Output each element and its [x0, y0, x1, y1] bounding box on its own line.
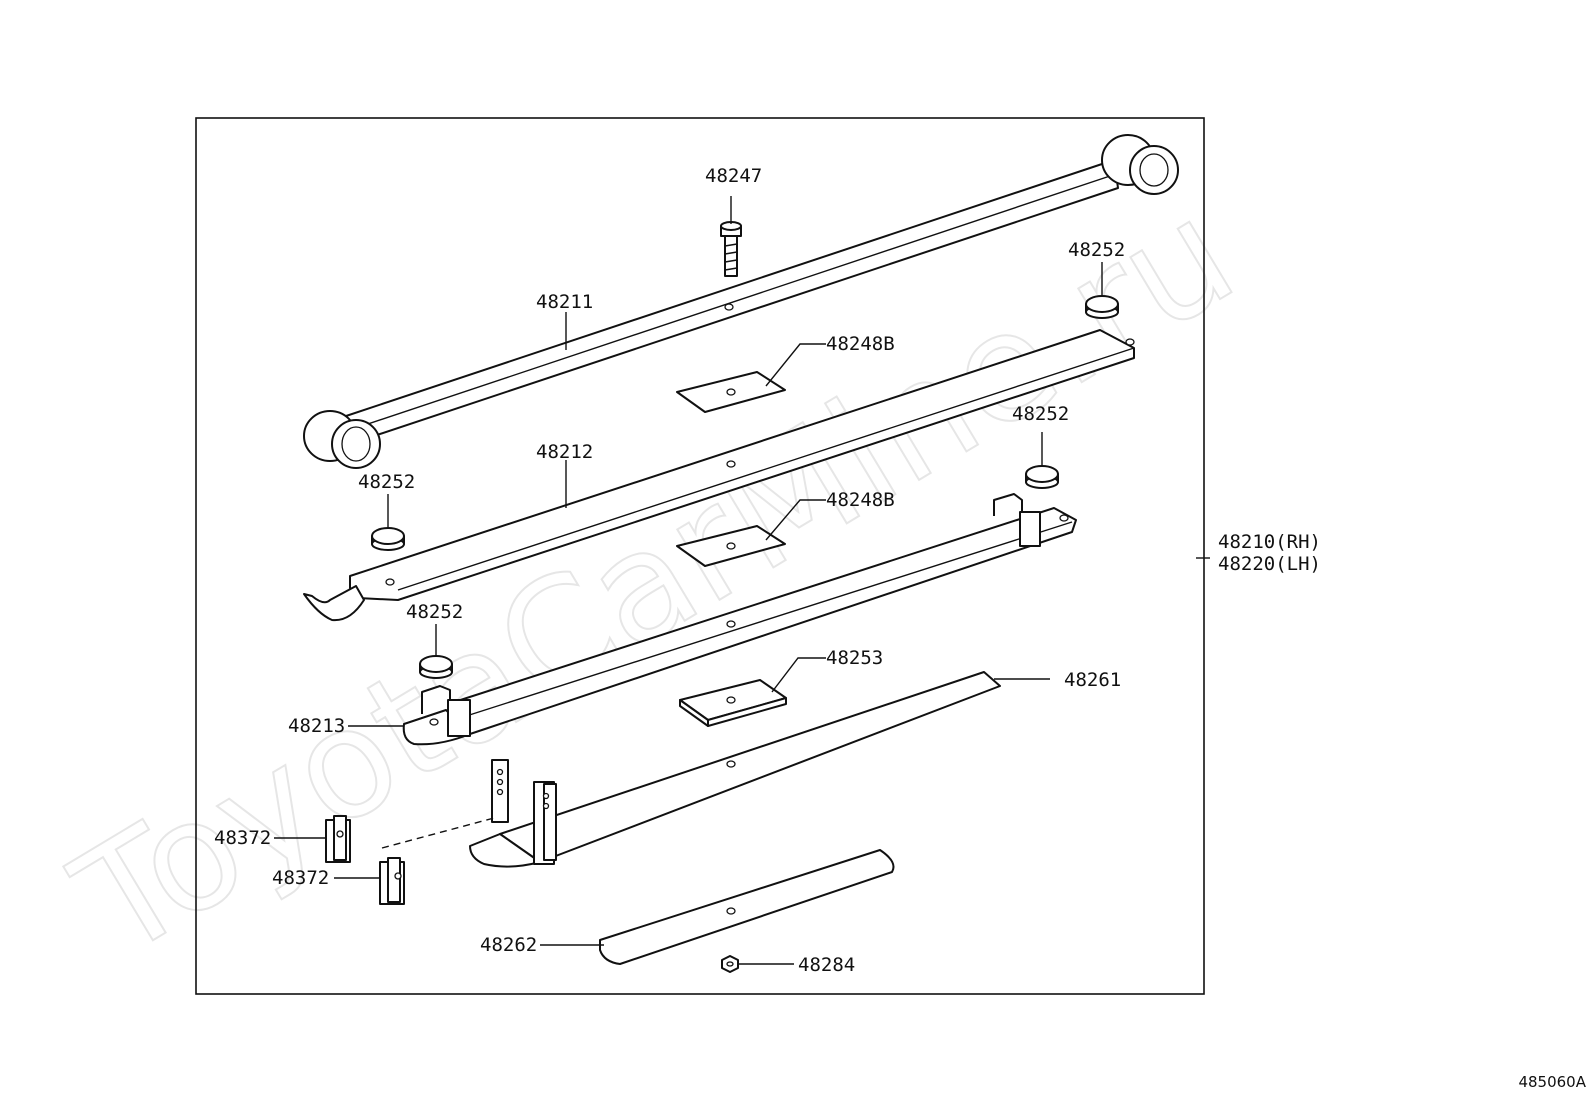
nut-48284[interactable] [721, 955, 739, 973]
leaf-48213[interactable] [402, 493, 1077, 746]
leaf-48262[interactable] [599, 849, 895, 965]
label-48372-upper: 48372 [214, 827, 271, 849]
label-48284: 48284 [798, 954, 855, 976]
pad-48252-right[interactable] [1025, 465, 1059, 489]
leader-lines [274, 196, 1210, 965]
pad-48252-lower[interactable] [419, 655, 453, 679]
label-48213: 48213 [288, 715, 345, 737]
label-48212: 48212 [536, 441, 593, 463]
leaf-48212[interactable] [303, 329, 1135, 622]
label-48220-lh: 48220(LH) [1218, 553, 1321, 575]
leaf-48211[interactable] [303, 134, 1179, 469]
watermark: ToyotaCarMine.ru [48, 167, 1262, 992]
label-48262: 48262 [480, 934, 537, 956]
label-48252-right: 48252 [1012, 403, 1069, 425]
pad-48252-upper-right[interactable] [1085, 295, 1119, 319]
label-48252-upper-right: 48252 [1068, 239, 1125, 261]
diagram-code: 485060A [1518, 1073, 1586, 1091]
center-bolt-48247[interactable] [720, 221, 742, 277]
label-48248b-upper: 48248B [826, 333, 895, 355]
label-48252-lower: 48252 [406, 601, 463, 623]
label-48252-left: 48252 [358, 471, 415, 493]
label-48211: 48211 [536, 291, 593, 313]
insert-48248b-lower[interactable] [676, 525, 786, 567]
clip-48372-lower[interactable] [379, 857, 405, 905]
spacer-48253[interactable] [679, 679, 787, 727]
insert-48248b-upper[interactable] [676, 371, 786, 413]
diagram-frame [195, 117, 1205, 995]
alignment-dashed-line [381, 817, 495, 849]
label-48248b-lower: 48248B [826, 489, 895, 511]
pad-48252-left[interactable] [371, 527, 405, 551]
label-48372-lower: 48372 [272, 867, 329, 889]
label-48253: 48253 [826, 647, 883, 669]
clip-48372-upper[interactable] [325, 815, 351, 863]
label-48210-rh: 48210(RH) [1218, 531, 1321, 553]
label-48261: 48261 [1064, 669, 1121, 691]
label-48247: 48247 [705, 165, 762, 187]
leaf-48261[interactable] [469, 671, 1001, 868]
